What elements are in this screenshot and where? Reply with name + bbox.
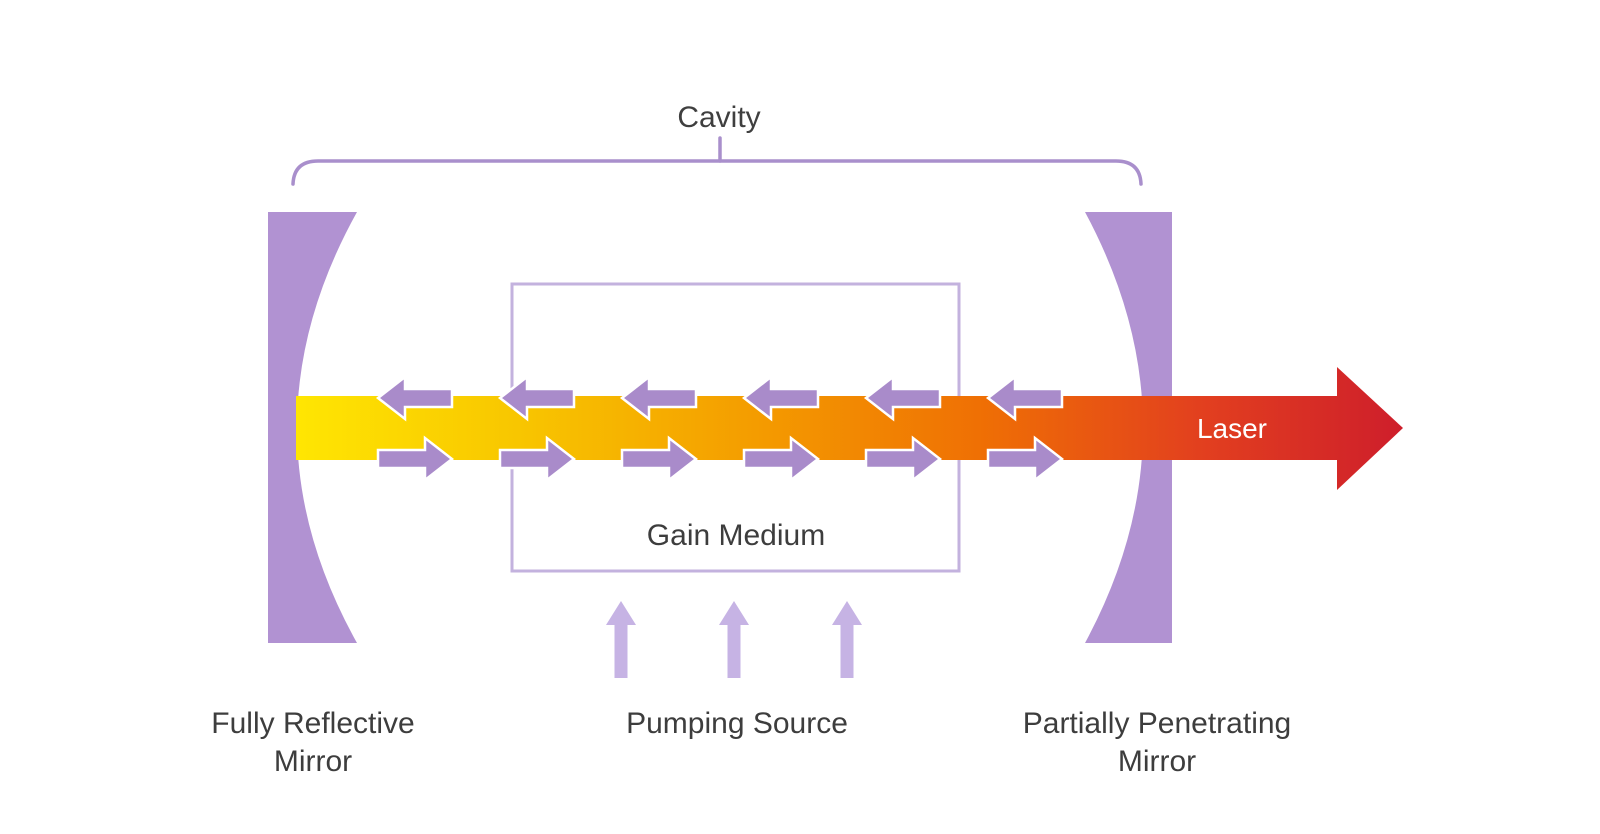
photon-arrow-right xyxy=(376,435,455,483)
partially-penetrating-mirror-label-line1: Partially Penetrating xyxy=(1023,707,1291,740)
photon-arrows xyxy=(375,374,1065,483)
fully-reflective-mirror-label-line1: Fully Reflective xyxy=(211,707,414,740)
fully-reflective-mirror-label-line2: Mirror xyxy=(274,745,352,778)
pump-arrow-up-icon xyxy=(832,601,862,678)
pump-arrows xyxy=(606,601,862,678)
photon-arrow-left xyxy=(619,374,698,422)
laser-label: Laser xyxy=(1197,413,1267,444)
pump-arrow-up-icon xyxy=(606,601,636,678)
cavity-bracket xyxy=(291,159,1143,186)
photon-arrow-right xyxy=(864,435,943,483)
pump-arrow-up-icon xyxy=(719,601,749,678)
photon-arrow-left xyxy=(497,374,576,422)
pumping-source-label: Pumping Source xyxy=(626,707,848,740)
photon-arrow-right xyxy=(986,435,1065,483)
photon-arrow-right xyxy=(498,435,577,483)
photon-arrow-left xyxy=(741,374,820,422)
laser-arrowhead xyxy=(1337,367,1403,490)
captions: Fully Reflective Mirror Pumping Source P… xyxy=(211,707,1291,778)
partially-penetrating-mirror-shape xyxy=(1085,212,1172,643)
photon-arrow-left xyxy=(985,374,1064,422)
photon-arrow-right xyxy=(742,435,821,483)
photon-arrow-left xyxy=(863,374,942,422)
partially-penetrating-mirror-label-line2: Mirror xyxy=(1118,745,1196,778)
fully-reflective-mirror-shape xyxy=(268,212,357,643)
cavity-label: Cavity xyxy=(677,101,760,134)
photon-arrow-right xyxy=(620,435,699,483)
gain-medium-label: Gain Medium xyxy=(647,519,825,552)
photon-arrow-left xyxy=(375,374,454,422)
